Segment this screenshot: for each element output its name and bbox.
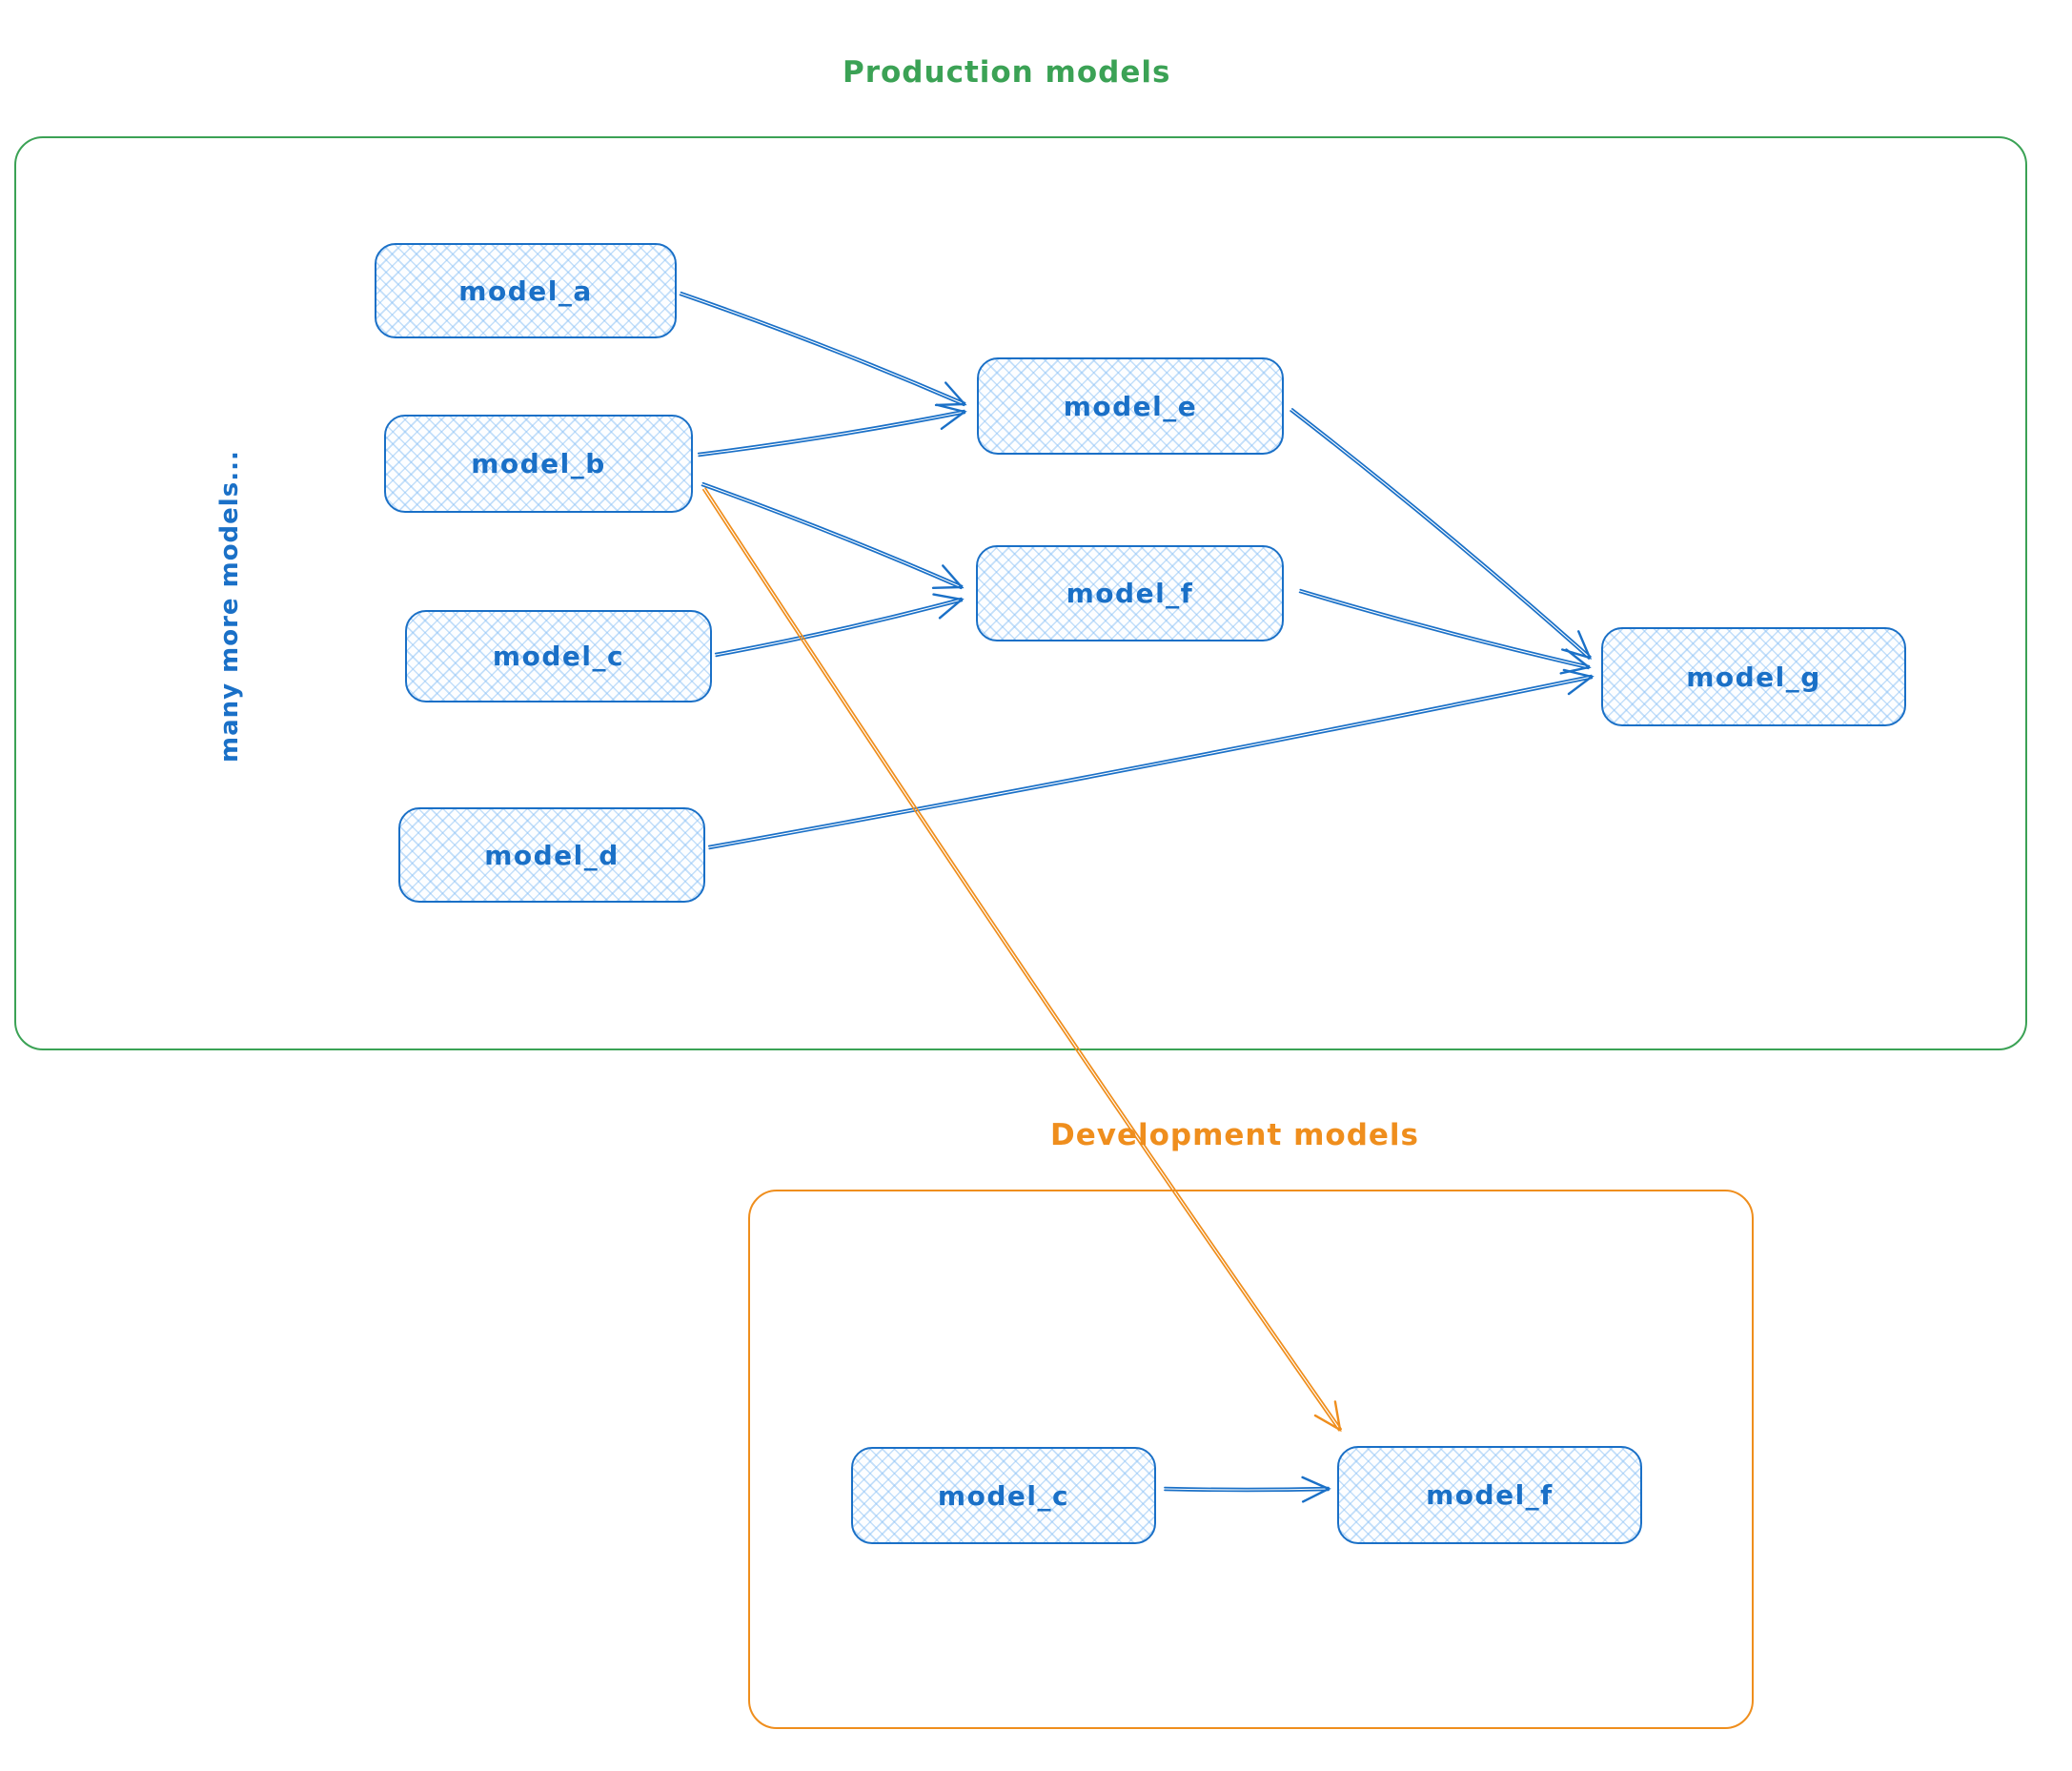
node-model-g-label: model_g xyxy=(1686,661,1821,693)
development-group-box[interactable] xyxy=(748,1190,1754,1729)
node-model-b[interactable]: model_b xyxy=(384,415,693,513)
arrow-model_c-to-model_f[interactable] xyxy=(714,593,965,658)
node-model-e[interactable]: model_e xyxy=(977,357,1284,455)
node-model-a-label: model_a xyxy=(458,275,593,307)
node-model-c-label: model_c xyxy=(492,641,625,672)
arrow-model_d-to-model_g[interactable] xyxy=(707,668,1595,850)
arrow-model_a-to-model_e[interactable] xyxy=(679,291,967,407)
node-model-a[interactable]: model_a xyxy=(375,243,677,338)
arrow-dev_model_c-to-dev_model_f[interactable] xyxy=(1164,1476,1331,1503)
node-model-c[interactable]: model_c xyxy=(405,610,712,702)
node-dev-model-c[interactable]: model_c xyxy=(851,1447,1156,1544)
node-model-f[interactable]: model_f xyxy=(976,545,1284,641)
node-model-f-label: model_f xyxy=(1066,578,1194,609)
arrow-model_b-to-dev_model_f[interactable] xyxy=(701,487,1343,1433)
node-dev-model-f-label: model_f xyxy=(1426,1479,1554,1511)
node-model-b-label: model_b xyxy=(471,448,606,479)
arrow-model_f-to-model_g[interactable] xyxy=(1298,588,1592,675)
node-model-g[interactable]: model_g xyxy=(1601,627,1906,726)
node-dev-model-c-label: model_c xyxy=(937,1479,1070,1512)
node-model-e-label: model_e xyxy=(1063,390,1198,422)
node-model-d-label: model_d xyxy=(484,839,620,871)
node-dev-model-f[interactable]: model_f xyxy=(1337,1446,1642,1544)
arrow-model_e-to-model_g[interactable] xyxy=(1290,408,1593,660)
production-group-title[interactable]: Production models xyxy=(843,55,1171,90)
development-group-title[interactable]: Development models xyxy=(1050,1118,1420,1152)
node-model-d[interactable]: model_d xyxy=(398,807,705,903)
arrow-model_b-to-model_e[interactable] xyxy=(697,403,967,458)
arrow-model_b-to-model_f[interactable] xyxy=(701,481,965,590)
production-group-box[interactable] xyxy=(14,136,2027,1050)
